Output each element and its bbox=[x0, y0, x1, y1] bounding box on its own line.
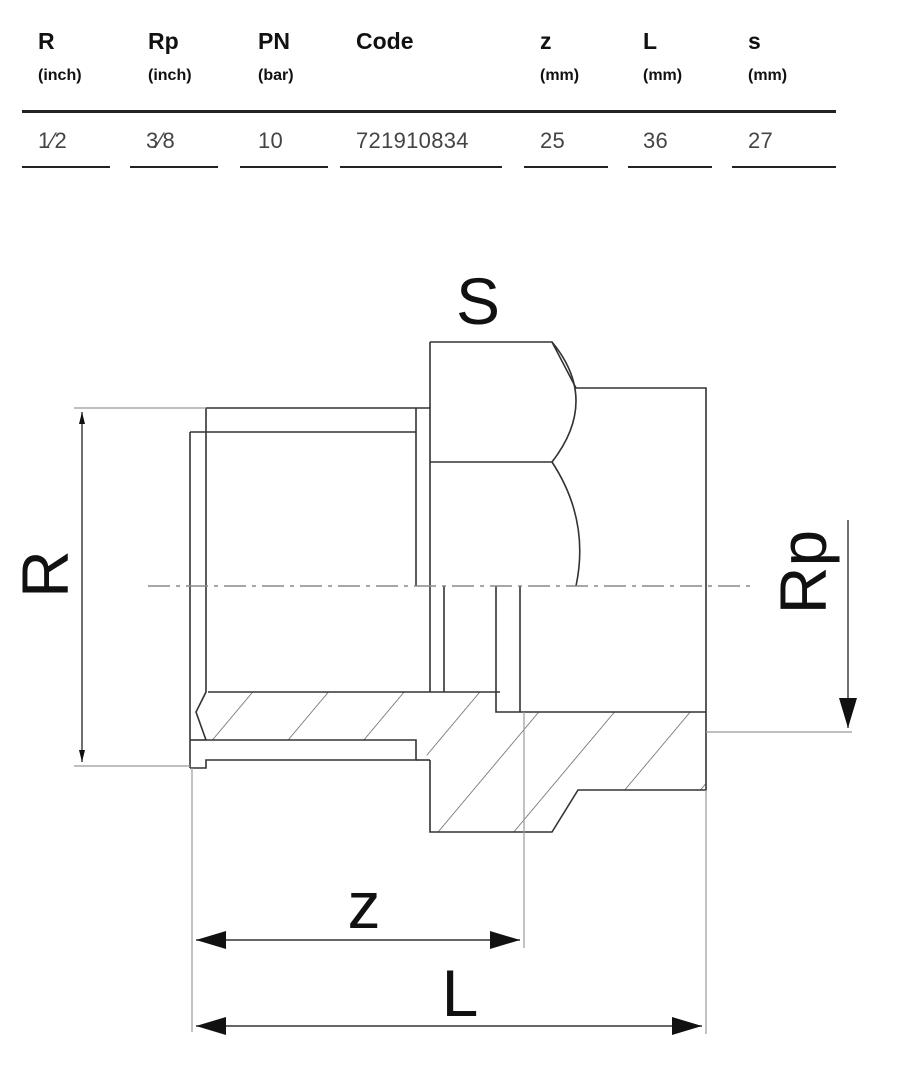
row-underline-code bbox=[340, 166, 502, 168]
header-code-name: Code bbox=[356, 28, 414, 54]
header-z-unit: (mm) bbox=[540, 67, 580, 84]
header-l: L (mm) bbox=[643, 28, 682, 86]
dimension-l: L bbox=[196, 790, 707, 1035]
label-z: z bbox=[348, 868, 381, 942]
header-pn-unit: (bar) bbox=[258, 67, 294, 84]
header-r-name: R bbox=[38, 28, 55, 54]
dimension-rp: Rp bbox=[706, 520, 857, 733]
row-underline-l bbox=[628, 166, 712, 168]
label-l: L bbox=[442, 956, 479, 1030]
dimension-r: R bbox=[8, 407, 206, 767]
header-code: Code bbox=[356, 28, 414, 54]
row-underline-z bbox=[524, 166, 608, 168]
cell-pn: 10 bbox=[258, 128, 284, 153]
cell-l: 36 bbox=[643, 128, 669, 153]
cell-z: 25 bbox=[540, 128, 566, 153]
header-rp-name: Rp bbox=[148, 28, 179, 54]
header-l-name: L bbox=[643, 28, 658, 54]
header-l-unit: (mm) bbox=[643, 67, 683, 84]
header-z: z (mm) bbox=[540, 28, 579, 86]
header-rp: Rp (inch) bbox=[148, 28, 192, 86]
row-underline-s bbox=[732, 166, 836, 168]
label-s: S bbox=[456, 264, 500, 338]
cell-rp: 3⁄8 bbox=[146, 128, 176, 153]
header-divider bbox=[22, 110, 836, 113]
dimension-z: z bbox=[191, 712, 525, 1032]
section-hatch bbox=[196, 692, 706, 832]
header-rp-unit: (inch) bbox=[148, 67, 192, 84]
label-r: R bbox=[8, 550, 82, 598]
row-underline-r bbox=[22, 166, 110, 168]
header-s-name: s bbox=[748, 28, 761, 54]
label-rp: Rp bbox=[766, 530, 840, 614]
row-underline-pn bbox=[240, 166, 328, 168]
header-s: s (mm) bbox=[748, 28, 787, 86]
fitting-outline bbox=[189, 341, 707, 833]
cell-r: 1⁄2 bbox=[38, 128, 68, 153]
header-s-unit: (mm) bbox=[748, 67, 788, 84]
header-pn: PN (bar) bbox=[258, 28, 294, 86]
header-pn-name: PN bbox=[258, 28, 290, 54]
header-z-name: z bbox=[540, 28, 552, 54]
spec-table: R (inch) Rp (inch) PN (bar) Code z (mm) … bbox=[0, 0, 898, 180]
row-underline-rp bbox=[130, 166, 218, 168]
cell-code: 721910834 bbox=[356, 128, 469, 153]
fitting-drawing: R Rp S z L bbox=[8, 264, 857, 1035]
cell-s: 27 bbox=[748, 128, 774, 153]
header-r-unit: (inch) bbox=[38, 67, 82, 84]
header-r: R (inch) bbox=[38, 28, 82, 86]
